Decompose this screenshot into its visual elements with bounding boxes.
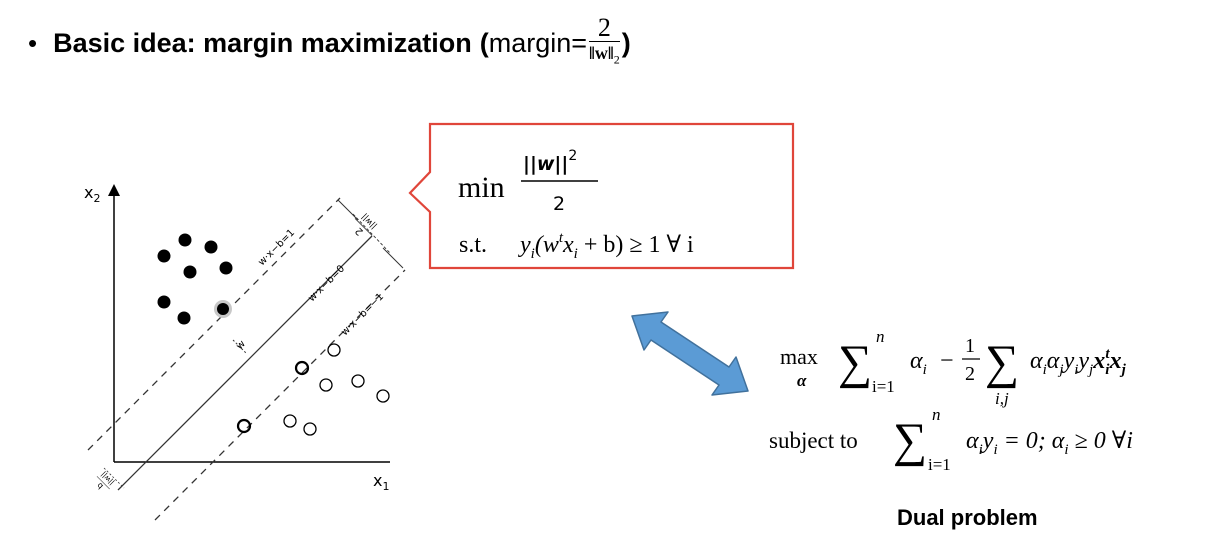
margin-fraction: 2 ‖w‖2 (589, 12, 620, 71)
label-line-bottom: w·x−b=−1 (339, 291, 386, 338)
margin-bracket (352, 213, 391, 254)
point-positive (217, 303, 229, 315)
point-positive (204, 240, 218, 254)
primal-st: s.t. (459, 232, 487, 258)
dual-sum-1-bot: i=1 (872, 377, 895, 396)
point-positive (157, 295, 171, 309)
close-paren: ) (621, 27, 631, 58)
dual-term2: αiαjyiyjxitxj (1030, 346, 1127, 378)
dual-half-den: 2 (965, 363, 975, 385)
dual-sum-3-top: n (932, 405, 941, 424)
point-positive (157, 249, 171, 263)
support-vector-negative (294, 360, 310, 376)
point-negative (319, 378, 333, 392)
point-positive (178, 233, 192, 247)
dual-minus: − (940, 348, 954, 374)
primal-callout: min ||w||2 2 s.t. yi(wtxi + b) ≥ 1 ∀ i (408, 122, 795, 270)
margin-frac-num: 2 (597, 12, 611, 42)
margin-tick-b (382, 247, 404, 269)
margin-frac-bar (589, 40, 620, 43)
callout-border (408, 122, 795, 270)
open-paren: ( (479, 27, 489, 58)
x2-label: x2 (84, 183, 100, 205)
w-label: w (234, 339, 248, 353)
margin-label: margin= (488, 27, 588, 58)
point-negative (283, 414, 297, 428)
dual-subject-to: subject to (769, 428, 858, 453)
point-negative (351, 374, 365, 388)
normal-vector (232, 339, 248, 355)
point-positive (219, 261, 233, 275)
margin-width-label: 2 ||w|| (354, 212, 379, 237)
hyperplane-line (117, 235, 373, 491)
point-positive (183, 265, 197, 279)
svg-text:b: b (95, 481, 105, 491)
x1-label: x1 (373, 471, 389, 493)
bias-label: b ||w|| (95, 470, 116, 491)
margin-tick-a (337, 199, 359, 221)
heading-bold: Basic idea: margin maximization (53, 27, 472, 58)
dual-sum-3: ∑ (893, 414, 927, 467)
svg-text:2: 2 (354, 225, 366, 237)
margin-line-top (87, 197, 341, 451)
primal-constraint: yi(wtxi + b) ≥ 1 ∀ i (518, 230, 694, 262)
point-negative (376, 389, 390, 403)
point-positive (177, 311, 191, 325)
dual-half-num: 1 (965, 335, 975, 357)
svm-plot: x2 x1 2 ||w|| w·x−b=1 w·x−b=0 w·x−b=−1 w… (84, 183, 406, 521)
double-arrow-icon (631, 311, 749, 396)
dual-sum-1-top: n (876, 327, 885, 346)
point-negative (327, 343, 341, 357)
dual-max-sub: α (797, 371, 807, 390)
support-vector-negative (236, 418, 252, 434)
point-negative (303, 422, 317, 436)
dual-sum-3-bot: i=1 (928, 455, 951, 474)
dual-term1: αi (910, 348, 927, 378)
heading-line: • Basic idea: margin maximization ( marg… (28, 12, 631, 71)
primal-den: 2 (553, 193, 565, 215)
dual-constraint: αiyi = 0; αi ≥ 0 ∀i (966, 428, 1133, 458)
bias-bracket (103, 467, 125, 489)
dual-problem-caption: Dual problem (897, 505, 1038, 530)
primal-min: min (458, 171, 505, 204)
label-line-mid: w·x−b=0 (306, 263, 347, 304)
dual-sum-1: ∑ (838, 336, 872, 389)
dual-max: max (780, 344, 818, 369)
dual-formula: max α ∑ n i=1 αi − 1 2 ∑ i,j αiαjyiyjxit… (769, 327, 1133, 474)
dual-sum-2-bot: i,j (995, 389, 1009, 408)
bullet-icon: • (28, 27, 38, 58)
dual-sum-2: ∑ (985, 336, 1019, 389)
margin-line-bottom (154, 269, 406, 521)
margin-frac-den: ‖w‖2 (589, 43, 620, 68)
primal-num: ||w||2 (523, 148, 577, 175)
